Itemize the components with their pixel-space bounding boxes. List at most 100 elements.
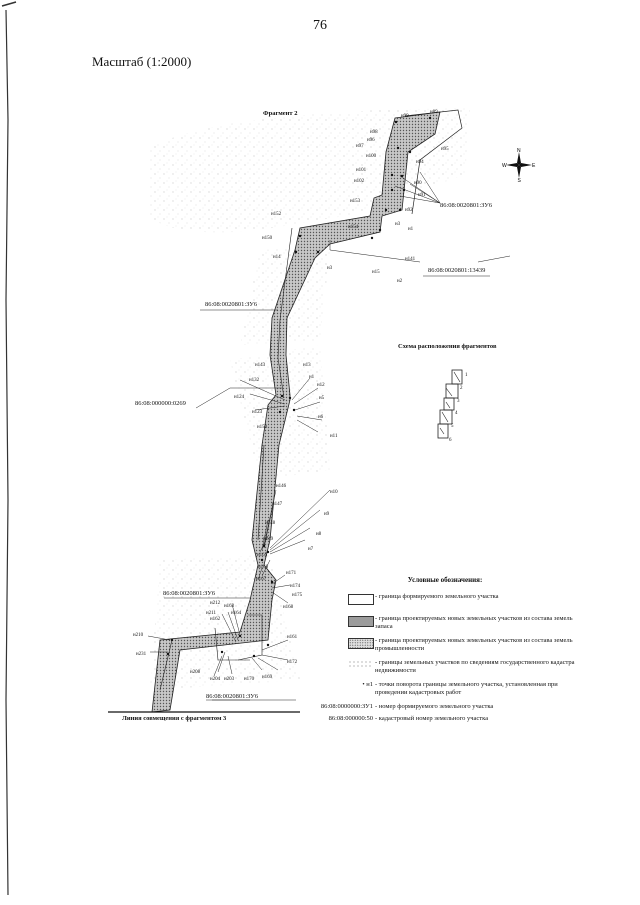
compass-icon: N S W E bbox=[502, 148, 536, 182]
point-label: н94 bbox=[416, 160, 424, 165]
point-label: н102 bbox=[354, 179, 365, 184]
point-label: н132 bbox=[249, 378, 260, 383]
point-label: н161 bbox=[287, 635, 298, 640]
point-label: н97 bbox=[356, 144, 364, 149]
cadastral-label: 86:08:000000:0269 bbox=[135, 400, 186, 407]
point-label: н10 bbox=[330, 490, 338, 495]
cadastral-label: 86:08:0020801:ЗУ6 bbox=[440, 202, 493, 209]
point-label: н14 bbox=[273, 255, 281, 260]
point-label: н152 bbox=[271, 212, 282, 217]
point-label: н95 bbox=[441, 147, 449, 152]
point-label: н7 bbox=[308, 547, 314, 552]
point-label: н1 bbox=[408, 227, 414, 232]
point-label: н123 bbox=[252, 410, 263, 415]
point-label: н8 bbox=[316, 532, 322, 537]
point-label: н204 bbox=[210, 677, 221, 682]
page-number: 76 bbox=[313, 18, 327, 33]
svg-text:E: E bbox=[532, 163, 536, 169]
legend-swatch-plot-boundary bbox=[348, 594, 374, 606]
scheme-number: 1 bbox=[465, 373, 468, 378]
leader-lines bbox=[147, 171, 511, 701]
point-label: н92 bbox=[405, 208, 413, 213]
scheme-number: 6 bbox=[449, 438, 452, 443]
legend-point-marker: • н1 bbox=[362, 681, 373, 689]
legend-item: • н1 - точки поворота границы земельного… bbox=[315, 680, 565, 700]
point-label: н169 bbox=[262, 675, 273, 680]
point-label: н165 bbox=[257, 553, 268, 558]
fragment-scheme-numbers: 1 2 3 4 5 6 bbox=[449, 373, 468, 443]
point-label: н98 bbox=[370, 130, 378, 135]
point-label: н164 bbox=[231, 611, 242, 616]
point-label: н146 bbox=[276, 484, 287, 489]
turning-points bbox=[166, 116, 432, 658]
point-label: н91 bbox=[418, 193, 426, 198]
point-label: н231 bbox=[136, 652, 147, 657]
legend-item: 86:08:0000000:ЗУ1 - номер формируемого з… bbox=[320, 703, 494, 711]
point-label: н210 bbox=[133, 633, 144, 638]
point-label: н166 bbox=[258, 565, 269, 570]
svg-text:N: N bbox=[517, 148, 521, 154]
point-label: н175 bbox=[292, 593, 303, 598]
cadastral-label: 86:08:0020801:ЗУ6 bbox=[163, 590, 216, 597]
point-label: н171 bbox=[286, 571, 297, 576]
point-label: н99 bbox=[401, 114, 409, 119]
cadastral-labels: 86:08:0020801:ЗУ6 86:08:0020801:13439 86… bbox=[135, 202, 493, 700]
point-label: н211 bbox=[206, 611, 216, 616]
point-label: н203 bbox=[224, 677, 235, 682]
svg-text:W: W bbox=[502, 163, 507, 169]
cadastral-label: 86:08:0020801:ЗУ6 bbox=[206, 693, 259, 700]
point-label: н163 bbox=[224, 604, 235, 609]
svg-text:S: S bbox=[518, 178, 522, 182]
point-label: н12 bbox=[317, 383, 325, 388]
point-label: н150 bbox=[262, 236, 273, 241]
point-label: н13 bbox=[303, 363, 311, 368]
legend-title: Условные обозначения: bbox=[407, 576, 483, 584]
point-label: н1 bbox=[309, 375, 315, 380]
legend-item: - граница проектируемых новых земельных … bbox=[315, 614, 573, 634]
fragment-title: Фрагмент 2 bbox=[263, 110, 297, 117]
scheme-number: 4 bbox=[455, 411, 458, 416]
map-scale: Масштаб (1:2000) bbox=[92, 54, 192, 69]
scheme-number: 3 bbox=[457, 399, 460, 404]
point-label: н148 bbox=[265, 521, 276, 526]
point-label: н90 bbox=[414, 181, 422, 186]
point-label: н174 bbox=[290, 584, 301, 589]
point-label: н208 bbox=[190, 670, 201, 675]
legend-swatch-gkn-boundaries bbox=[348, 660, 372, 670]
point-label: н3 bbox=[327, 266, 333, 271]
legend-item: - граница проектируемых новых земельных … bbox=[315, 636, 573, 656]
legend-item: - границы земельных участков по сведения… bbox=[315, 658, 575, 678]
scheme-number: 2 bbox=[460, 386, 463, 391]
point-labels: н99 н89 н98 н96 н97 н95 н100 н94 н101 н9… bbox=[133, 110, 449, 682]
scheme-title: Схема расположения фрагментов bbox=[398, 343, 497, 350]
legend-item: 86:08:000000:50 - кадастровый номер земе… bbox=[328, 715, 489, 723]
map-legend: Условные обозначения: - граница формируе… bbox=[315, 576, 575, 726]
point-label: н149 bbox=[263, 537, 274, 542]
cadastral-label: 86:08:0020801:ЗУ6 bbox=[205, 301, 258, 308]
legend-swatch-reserve-lands bbox=[348, 616, 374, 628]
point-label: н167 bbox=[256, 577, 267, 582]
point-label: н150 bbox=[257, 425, 268, 430]
land-plot-corridor bbox=[151, 109, 463, 713]
point-label: н6 bbox=[318, 415, 324, 420]
point-label: н11 bbox=[330, 434, 338, 439]
point-label: н172 bbox=[287, 660, 298, 665]
point-label: н9 bbox=[324, 512, 330, 517]
fragment-scheme bbox=[437, 369, 463, 439]
point-label: н100 bbox=[366, 154, 377, 159]
joint-line-label: Линия совмещения с фрагментом 3 bbox=[122, 715, 227, 722]
legend-swatch-industrial-lands bbox=[348, 638, 374, 650]
cadastral-label: 86:08:0020801:13439 bbox=[428, 267, 485, 274]
point-label: н15 bbox=[372, 270, 380, 275]
point-label: н162 bbox=[210, 617, 221, 622]
point-label: н168 bbox=[283, 605, 294, 610]
point-label: н2 bbox=[397, 279, 403, 284]
page-edge bbox=[5, 9, 9, 896]
point-label: н96 bbox=[367, 138, 375, 143]
scheme-number: 5 bbox=[451, 424, 454, 429]
legend-item: - граница формируемого земельного участк… bbox=[315, 592, 565, 612]
point-label: н141 bbox=[405, 257, 416, 262]
point-label: н143 bbox=[255, 363, 266, 368]
point-label: н153 bbox=[350, 199, 361, 204]
point-label: н5 bbox=[319, 396, 325, 401]
